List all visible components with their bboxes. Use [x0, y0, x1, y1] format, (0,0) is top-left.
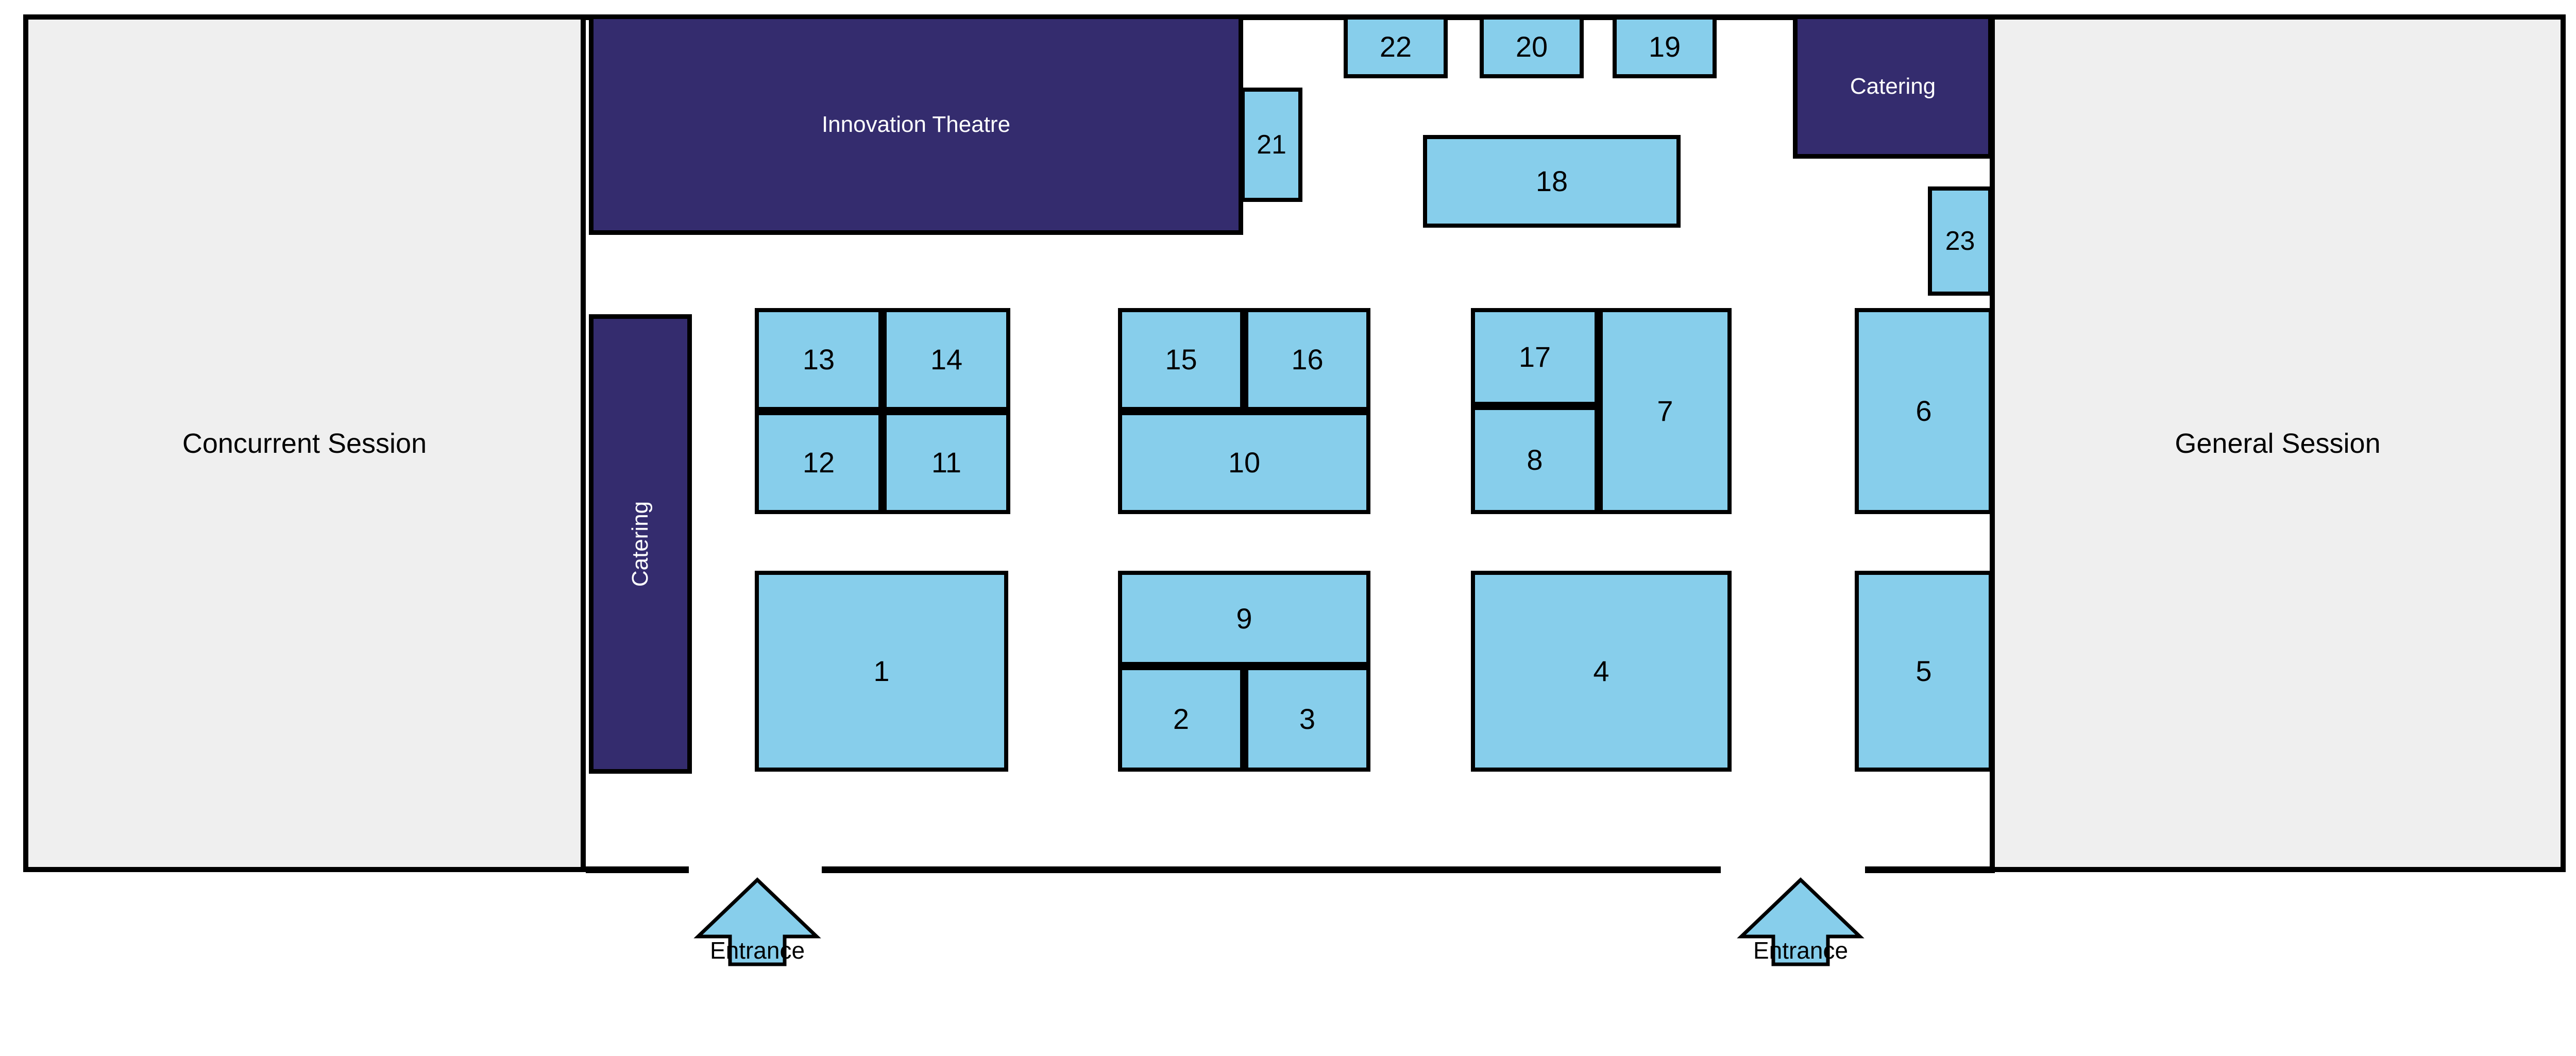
booth-3[interactable]: 3	[1244, 666, 1370, 772]
booth-number-6: 6	[1916, 395, 1932, 427]
booth-number-23: 23	[1945, 226, 1975, 256]
wall-top	[586, 14, 1995, 20]
booth-number-12: 12	[802, 446, 835, 479]
booth-number-8: 8	[1527, 444, 1543, 476]
up-arrow-icon	[693, 877, 821, 966]
booth-12[interactable]: 12	[755, 411, 883, 514]
booth-number-11: 11	[931, 446, 962, 479]
booth-9[interactable]: 9	[1118, 571, 1370, 666]
entrance-label-left: Entrance	[709, 937, 805, 964]
hall-label-concurrent-session: Concurrent Session	[182, 428, 427, 459]
booth-number-18: 18	[1535, 165, 1568, 197]
booth-number-14: 14	[930, 343, 963, 376]
booth-number-15: 15	[1165, 343, 1197, 376]
booth-2[interactable]: 2	[1118, 666, 1244, 772]
booth-number-21: 21	[1257, 130, 1286, 160]
entrance-left[interactable]: Entrance	[693, 876, 822, 979]
booth-number-9: 9	[1236, 602, 1252, 635]
booth-number-19: 19	[1648, 30, 1681, 63]
booth-17[interactable]: 17	[1471, 308, 1599, 406]
booth-number-7: 7	[1657, 395, 1673, 427]
up-arrow-icon	[1737, 877, 1865, 966]
service-area-catering-left[interactable]: Catering	[589, 314, 692, 774]
booth-number-13: 13	[802, 343, 835, 376]
booth-6[interactable]: 6	[1855, 308, 1993, 514]
booth-15[interactable]: 15	[1118, 308, 1244, 411]
booth-number-1: 1	[873, 655, 890, 687]
entrance-right[interactable]: Entrance	[1736, 876, 1865, 979]
booth-number-3: 3	[1299, 702, 1316, 735]
hall-concurrent-session[interactable]: Concurrent Session	[23, 14, 586, 872]
booth-1[interactable]: 1	[755, 571, 1008, 772]
booth-23[interactable]: 23	[1928, 186, 1992, 296]
booth-18[interactable]: 18	[1423, 135, 1681, 228]
booth-11[interactable]: 11	[883, 411, 1010, 514]
entrance-label-right: Entrance	[1753, 937, 1849, 964]
booth-number-22: 22	[1379, 30, 1412, 63]
booth-number-4: 4	[1593, 655, 1609, 687]
service-label-catering-top-right: Catering	[1850, 74, 1936, 99]
booth-16[interactable]: 16	[1244, 308, 1370, 411]
booth-4[interactable]: 4	[1471, 571, 1732, 772]
booth-number-2: 2	[1173, 702, 1190, 735]
booth-8[interactable]: 8	[1471, 406, 1599, 514]
service-label-innovation-theatre: Innovation Theatre	[821, 112, 1011, 137]
booth-5[interactable]: 5	[1855, 571, 1993, 772]
booth-number-5: 5	[1916, 655, 1932, 687]
booth-10[interactable]: 10	[1118, 411, 1370, 514]
service-label-catering-left: Catering	[628, 501, 653, 587]
hall-label-general-session: General Session	[2175, 428, 2381, 459]
service-area-innovation-theatre[interactable]: Innovation Theatre	[589, 14, 1243, 235]
booth-number-10: 10	[1228, 446, 1261, 479]
booth-21[interactable]: 21	[1241, 88, 1302, 202]
booth-number-17: 17	[1518, 340, 1551, 373]
wall-bottom-right-stub	[1865, 866, 1995, 873]
booth-number-20: 20	[1515, 30, 1548, 63]
booth-number-16: 16	[1291, 343, 1324, 376]
wall-bottom-middle	[822, 866, 1721, 873]
booth-22[interactable]: 22	[1344, 15, 1448, 78]
booth-13[interactable]: 13	[755, 308, 883, 411]
booth-14[interactable]: 14	[883, 308, 1010, 411]
wall-bottom-left-stub	[586, 866, 689, 873]
booth-7[interactable]: 7	[1599, 308, 1732, 514]
booth-19[interactable]: 19	[1613, 15, 1717, 78]
booth-20[interactable]: 20	[1480, 15, 1584, 78]
service-area-catering-top-right[interactable]: Catering	[1793, 14, 1993, 159]
hall-general-session[interactable]: General Session	[1990, 14, 2566, 872]
